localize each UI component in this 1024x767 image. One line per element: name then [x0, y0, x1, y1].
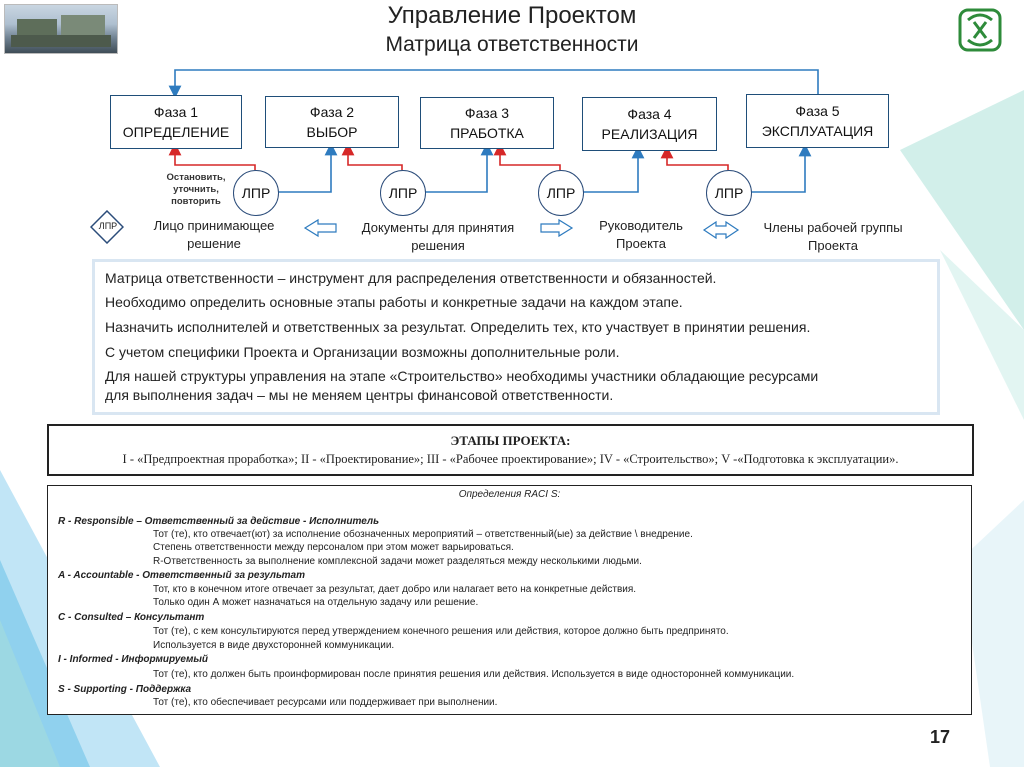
phase-3-name: ПРАБОТКА — [450, 125, 524, 141]
decision-node-2: ЛПР — [380, 170, 426, 216]
phase-5-number: Фаза 5 — [795, 103, 840, 119]
info-line: Матрица ответственности – инструмент для… — [105, 270, 717, 286]
phase-3-number: Фаза 3 — [464, 105, 510, 121]
raci-role-heading: R - Responsible – Ответственный за дейст… — [58, 516, 380, 527]
phase-5-name: ЭКСПЛУАТАЦИЯ — [761, 123, 874, 139]
phase-1-name: ОПРЕДЕЛЕНИЕ — [122, 124, 230, 140]
raci-role-description: Тот (те), кто должен быть проинформирова… — [153, 669, 795, 680]
phase-4-box: Фаза 4 РЕАЛИЗАЦИЯ — [582, 97, 717, 151]
info-line: для выполнения задач – мы не меняем цент… — [105, 387, 614, 403]
raci-role-description: Тот (те), кто отвечает(ют) за исполнение… — [153, 529, 693, 540]
diamond-label: ЛПР — [98, 221, 118, 231]
legend-work-group: Члены рабочей группы Проекта — [763, 220, 903, 253]
raci-role-heading: C - Consulted – Консультант — [58, 612, 205, 623]
raci-role-heading: I - Informed - Информируемый — [58, 654, 209, 665]
raci-role-description: R-Ответственность за выполнение комплекс… — [153, 556, 642, 567]
project-stages-title: ЭТАПЫ ПРОЕКТА: — [450, 433, 571, 448]
legend-documents: Документы для принятия решения — [361, 220, 515, 253]
decision-node-1: ЛПР — [233, 170, 279, 216]
phase-4-name: РЕАЛИЗАЦИЯ — [601, 126, 698, 142]
info-line: Назначить исполнителей и ответственных з… — [105, 319, 811, 335]
decision-maker-diamond-icon — [90, 210, 124, 244]
info-line: Для нашей структуры управления на этапе … — [105, 368, 819, 384]
phase-2-name: ВЫБОР — [306, 124, 358, 140]
decision-node-4: ЛПР — [706, 170, 752, 216]
raci-role-description: Степень ответственности между персоналом… — [153, 542, 514, 553]
company-logo-icon — [958, 8, 1002, 52]
legend-project-manager: Руководитель Проекта — [599, 218, 683, 251]
page-number: 17 — [930, 727, 951, 747]
legend-decision-maker: Лицо принимающее решение — [153, 218, 275, 251]
phase-5-box: Фаза 5 ЭКСПЛУАТАЦИЯ — [746, 94, 889, 148]
phase-4-number: Фаза 4 — [627, 106, 672, 122]
phase-1-box: Фаза 1 ОПРЕДЕЛЕНИЕ — [110, 95, 242, 149]
phase-3-box: Фаза 3 ПРАБОТКА — [420, 97, 554, 149]
responsibility-matrix-description: Матрица ответственности – инструмент для… — [92, 259, 940, 415]
decision-node-3: ЛПР — [538, 170, 584, 216]
info-line: Необходимо определить основные этапы раб… — [105, 294, 683, 310]
raci-definitions-box: Определения RACI S: R - Responsible – От… — [47, 485, 972, 715]
raci-role-heading: A - Accountable - Ответственный за резул… — [58, 570, 306, 581]
info-line: С учетом специфики Проекта и Организации… — [105, 344, 620, 360]
page-subtitle: Матрица ответственности — [385, 33, 639, 56]
raci-role-description: Тот (те), с кем консультируются перед ут… — [153, 626, 729, 637]
raci-role-description: Только один А может назначаться на отдел… — [153, 597, 479, 608]
stop-clarify-repeat-note: Остановить, уточнить, повторить — [166, 172, 226, 207]
project-stages-box: ЭТАПЫ ПРОЕКТА: I - «Предпроектная прораб… — [47, 424, 974, 476]
raci-role-description: Используется в виде двухсторонней коммун… — [153, 640, 395, 651]
raci-role-description: Тот, кто в конечном итоге отвечает за ре… — [153, 584, 637, 595]
phase-2-box: Фаза 2 ВЫБОР — [265, 96, 399, 148]
raci-title: Определения RACI S: — [458, 489, 561, 500]
project-stages-list: I - «Предпроектная проработка»; II - «Пр… — [122, 452, 899, 466]
page-title: Управление Проектом — [387, 2, 637, 29]
phase-2-number: Фаза 2 — [309, 104, 355, 120]
raci-role-description: Тот (те), кто обеспечивает ресурсами или… — [153, 697, 498, 708]
phase-1-number: Фаза 1 — [153, 104, 199, 120]
raci-role-heading: S - Supporting - Поддержка — [58, 684, 192, 695]
project-thumbnail-image — [4, 4, 118, 54]
